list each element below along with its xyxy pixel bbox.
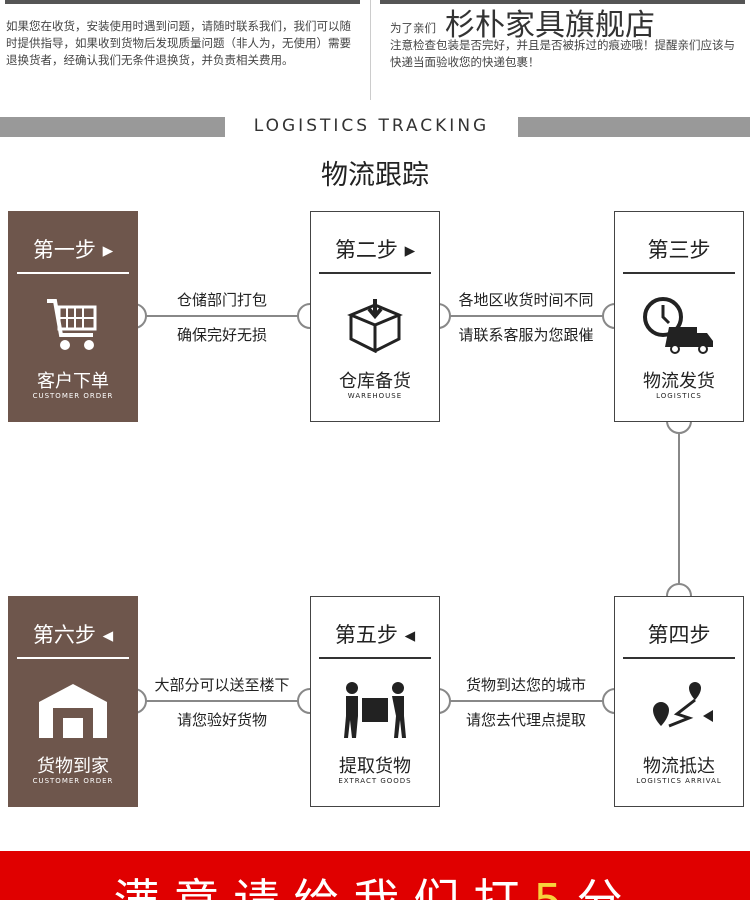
title-bar-right <box>518 117 750 137</box>
step-name-en: EXTRACT GOODS <box>338 777 412 785</box>
step-3-card: 第三步 物流发货 LOGISTICS <box>614 211 744 422</box>
connector-label: 请您去代理点提取 <box>465 711 586 729</box>
connector-label: 货物到达您的城市 <box>465 676 586 694</box>
section-title-en: LOGISTICS TRACKING <box>253 116 490 136</box>
people-carry-icon <box>311 675 439 745</box>
step-5-card: 第五步 ◂ 提取货物 EXTRACT GOODS <box>310 596 440 807</box>
connector-label: 请您验好货物 <box>176 711 267 729</box>
house-icon <box>9 675 137 745</box>
connector-line <box>438 700 616 702</box>
truck-icon <box>615 290 743 360</box>
left-header-bar <box>5 0 360 4</box>
step-name: 货物到家 <box>37 756 109 777</box>
connector-label: 大部分可以送至楼下 <box>154 676 290 694</box>
step-name-en: LOGISTICS ARRIVAL <box>636 777 722 785</box>
connector-line <box>678 421 680 596</box>
location-icon <box>615 675 743 745</box>
banner-text: 满意请给我们打 <box>113 874 533 900</box>
step-name: 提取货物 <box>339 756 411 777</box>
step-label: 第二步 ▸ <box>334 238 416 262</box>
step-label: 第三步 <box>647 238 711 262</box>
divider <box>370 0 371 100</box>
right-header-bar <box>380 0 745 4</box>
step-name-en: LOGISTICS <box>656 392 702 400</box>
connector-line <box>438 315 616 317</box>
step-label: 第四步 <box>647 623 711 647</box>
rating-banner: 满意请给我们打5分 <box>0 851 750 900</box>
step-label: 第六步 ◂ <box>32 623 114 647</box>
shop-watermark: 杉朴家具旗舰店 <box>445 8 655 43</box>
step-label: 第一步 ▸ <box>32 238 114 262</box>
step-name: 物流抵达 <box>643 756 715 777</box>
step-label: 第五步 ◂ <box>334 623 416 647</box>
step-1-card: 第一步 ▸ 客户下单 CUSTOMER ORDER <box>8 211 138 422</box>
box-icon <box>311 290 439 360</box>
connector-label: 仓储部门打包 <box>176 291 267 309</box>
connector-label: 各地区收货时间不同 <box>458 291 594 309</box>
step-name-en: CUSTOMER ORDER <box>32 777 114 785</box>
connector-label: 确保完好无损 <box>176 326 267 344</box>
step-name-en: WAREHOUSE <box>347 392 403 400</box>
section-title-cn: 物流跟踪 <box>321 160 429 191</box>
connector-line <box>134 315 312 317</box>
step-name: 仓库备货 <box>339 371 411 392</box>
step-2-card: 第二步 ▸ 仓库备货 WAREHOUSE <box>310 211 440 422</box>
inspection-note-prefix: 为了亲们 <box>390 21 436 35</box>
cart-icon <box>9 290 137 360</box>
step-6-card: 第六步 ◂ 货物到家 CUSTOMER ORDER <box>8 596 138 807</box>
step-name: 客户下单 <box>37 371 109 392</box>
step-name-en: CUSTOMER ORDER <box>32 392 114 400</box>
connector-label: 请联系客服为您跟催 <box>458 326 594 344</box>
banner-text-end: 分 <box>577 874 637 900</box>
inspection-note: 注意检查包装是否完好，并且是否被拆过的痕迹哦！提醒亲们应该与快递当面验收您的快递… <box>390 38 735 69</box>
step-name: 物流发货 <box>643 371 715 392</box>
banner-highlight: 5 <box>533 874 576 900</box>
step-4-card: 第四步 物流抵达 LOGISTICS ARRIVAL <box>614 596 744 807</box>
after-sales-note: 如果您在收货，安装使用时遇到问题，请随时联系我们，我们可以随时提供指导，如果收到… <box>6 19 351 67</box>
connector-line <box>134 700 312 702</box>
title-bar-left <box>0 117 225 137</box>
